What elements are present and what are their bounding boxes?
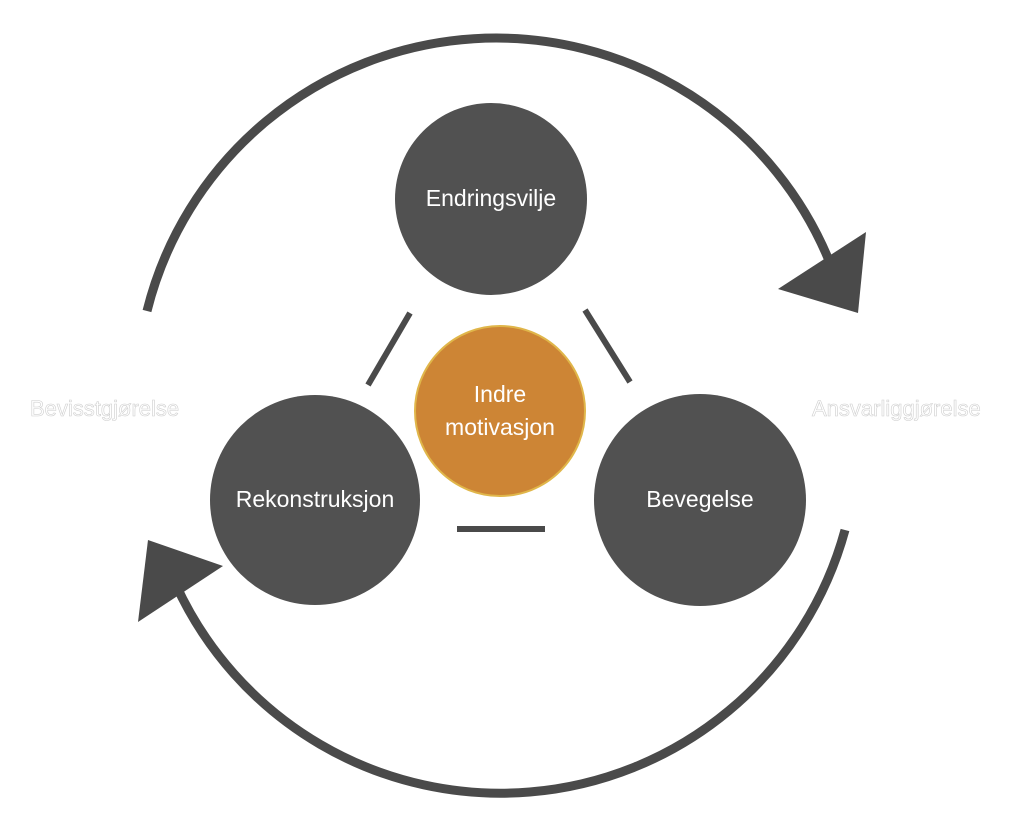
- node-indre-motivasjon: Indre motivasjon: [414, 325, 586, 497]
- center-label-line2: motivasjon: [445, 414, 555, 440]
- bottom-arrowhead: [138, 540, 223, 622]
- node-label: Bevegelse: [646, 486, 754, 513]
- bottom-arc-arrow: [171, 528, 850, 798]
- node-endringsvilje: Endringsvilje: [395, 103, 587, 295]
- side-label-right: Ansvarliggjørelse: [812, 396, 981, 422]
- node-label: Endringsvilje: [425, 185, 557, 212]
- node-bevegelse: Bevegelse: [594, 394, 806, 606]
- top-arrowhead: [778, 232, 866, 313]
- top-arc-arrow: [142, 33, 837, 313]
- side-label-left: Bevisstgjørelse: [30, 396, 180, 422]
- connector-right: [582, 308, 633, 384]
- center-label-line1: Indre: [473, 380, 527, 407]
- node-rekonstruksjon: Rekonstruksjon: [210, 395, 420, 605]
- connector-left: [365, 311, 413, 387]
- node-label: Rekonstruksjon: [235, 486, 395, 513]
